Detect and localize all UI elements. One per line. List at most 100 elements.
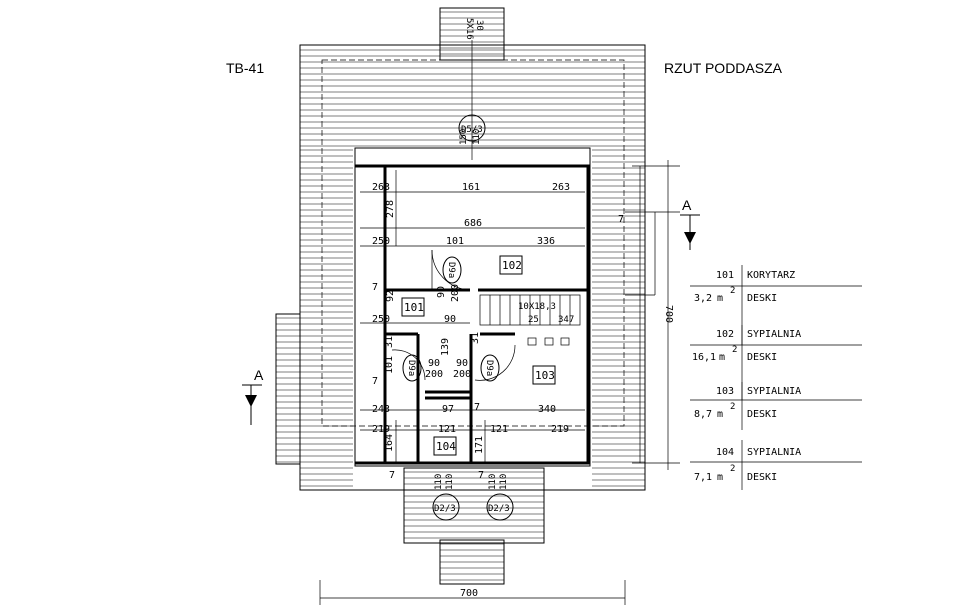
- chimney: 5X16 30: [464, 18, 484, 160]
- walls: [355, 164, 590, 465]
- svg-text:8,7: 8,7: [694, 409, 712, 420]
- svg-text:101: 101: [446, 236, 464, 247]
- svg-text:D2/3: D2/3: [488, 504, 510, 514]
- room-102: 102: [502, 259, 522, 272]
- svg-text:90: 90: [436, 286, 447, 298]
- section-marker-left: A: [242, 367, 264, 425]
- svg-text:DESKI: DESKI: [747, 352, 777, 363]
- svg-text:2: 2: [730, 402, 735, 412]
- svg-text:DESKI: DESKI: [747, 409, 777, 420]
- svg-text:92: 92: [385, 290, 396, 302]
- svg-text:7: 7: [478, 470, 484, 481]
- svg-text:101: 101: [716, 270, 734, 281]
- svg-text:243: 243: [372, 404, 390, 415]
- svg-text:97: 97: [442, 404, 454, 415]
- legend-row-101: 101 KORYTARZ 3,2 m 2 DESKI: [694, 270, 795, 304]
- svg-text:164: 164: [384, 434, 395, 452]
- svg-text:KORYTARZ: KORYTARZ: [747, 270, 795, 281]
- svg-text:7: 7: [389, 470, 395, 481]
- svg-text:101: 101: [384, 356, 395, 374]
- stairs-label: 10X18,3: [518, 302, 556, 312]
- svg-text:219: 219: [372, 424, 390, 435]
- svg-text:250: 250: [372, 236, 390, 247]
- svg-text:16,1: 16,1: [692, 352, 716, 363]
- svg-text:110: 110: [445, 474, 455, 490]
- svg-text:30: 30: [474, 20, 484, 31]
- svg-text:200: 200: [425, 369, 443, 380]
- svg-text:347: 347: [558, 315, 574, 325]
- svg-text:161: 161: [462, 182, 480, 193]
- svg-text:D2/3: D2/3: [434, 504, 456, 514]
- room-tags: 101 102 103 104: [401, 255, 556, 456]
- svg-text:104: 104: [716, 447, 734, 458]
- svg-text:121: 121: [438, 424, 456, 435]
- legend-row-104: 104 SYPIALNIA 7,1 m 2 DESKI: [694, 447, 801, 483]
- svg-text:90: 90: [428, 358, 440, 369]
- room-104: 104: [436, 440, 456, 453]
- svg-text:110: 110: [499, 474, 509, 490]
- svg-text:31: 31: [470, 332, 481, 344]
- svg-text:200: 200: [450, 284, 461, 302]
- svg-text:SYPIALNIA: SYPIALNIA: [747, 329, 801, 340]
- roof-hatching: [276, 11, 645, 581]
- window-bottom-right: D2/3 110 110: [486, 474, 514, 521]
- svg-text:m: m: [717, 409, 723, 420]
- room-legend: 101 KORYTARZ 3,2 m 2 DESKI 102 SYPIALNIA…: [690, 265, 862, 490]
- door-d9a-2: D9a: [391, 349, 426, 382]
- window-bottom-left: D2/3 110 110: [432, 474, 460, 521]
- svg-text:139: 139: [440, 338, 451, 356]
- svg-text:D9a: D9a: [446, 262, 456, 278]
- svg-text:150: 150: [459, 129, 469, 145]
- dimension-texts: 263 161 263 278 686 250 101 336 7 7 92 9…: [372, 182, 674, 599]
- svg-text:102: 102: [716, 329, 734, 340]
- svg-text:DESKI: DESKI: [747, 293, 777, 304]
- svg-text:686: 686: [464, 218, 482, 229]
- legend-row-102: 102 SYPIALNIA 16,1 m 2 DESKI: [692, 329, 801, 363]
- svg-text:200: 200: [453, 369, 471, 380]
- svg-text:700: 700: [663, 305, 674, 323]
- svg-text:D9a: D9a: [406, 360, 416, 376]
- section-marker-right: A: [680, 197, 700, 250]
- svg-text:263: 263: [372, 182, 390, 193]
- svg-text:2: 2: [730, 286, 735, 296]
- svg-text:25: 25: [528, 315, 539, 325]
- svg-text:m: m: [719, 352, 725, 363]
- svg-text:SYPIALNIA: SYPIALNIA: [747, 386, 801, 397]
- svg-text:2: 2: [732, 345, 737, 355]
- svg-text:2: 2: [730, 464, 735, 474]
- svg-text:7: 7: [474, 402, 480, 413]
- room-103: 103: [535, 369, 555, 382]
- legend-row-103: 103 SYPIALNIA 8,7 m 2 DESKI: [694, 386, 801, 420]
- door-d9a-3: D9a: [474, 344, 516, 382]
- svg-text:110: 110: [472, 129, 482, 145]
- door-d9a-1: D9a: [431, 249, 471, 291]
- drawing-code: TB-41: [226, 60, 264, 76]
- svg-text:A: A: [254, 367, 264, 383]
- svg-text:340: 340: [538, 404, 556, 415]
- svg-text:336: 336: [537, 236, 555, 247]
- svg-text:m: m: [717, 472, 723, 483]
- svg-text:263: 263: [552, 182, 570, 193]
- stairs: 10X18,3 25 347: [479, 294, 581, 346]
- svg-text:250: 250: [372, 314, 390, 325]
- window-top: D5/3 150 110: [458, 114, 486, 145]
- svg-text:103: 103: [716, 386, 734, 397]
- svg-text:90: 90: [444, 314, 456, 325]
- svg-text:D5/3: D5/3: [461, 125, 483, 135]
- svg-text:5X16: 5X16: [464, 18, 474, 40]
- svg-text:31: 31: [384, 336, 395, 348]
- svg-text:m: m: [717, 293, 723, 304]
- svg-text:90: 90: [456, 358, 468, 369]
- svg-text:121: 121: [490, 424, 508, 435]
- svg-text:A: A: [682, 197, 692, 213]
- svg-text:110: 110: [488, 474, 498, 490]
- room-101: 101: [404, 301, 424, 314]
- svg-text:7: 7: [372, 376, 378, 387]
- svg-text:7: 7: [372, 282, 378, 293]
- svg-text:SYPIALNIA: SYPIALNIA: [747, 447, 801, 458]
- svg-text:7: 7: [618, 214, 624, 225]
- svg-text:171: 171: [474, 436, 485, 454]
- svg-text:278: 278: [385, 200, 396, 218]
- svg-text:3,2: 3,2: [694, 293, 712, 304]
